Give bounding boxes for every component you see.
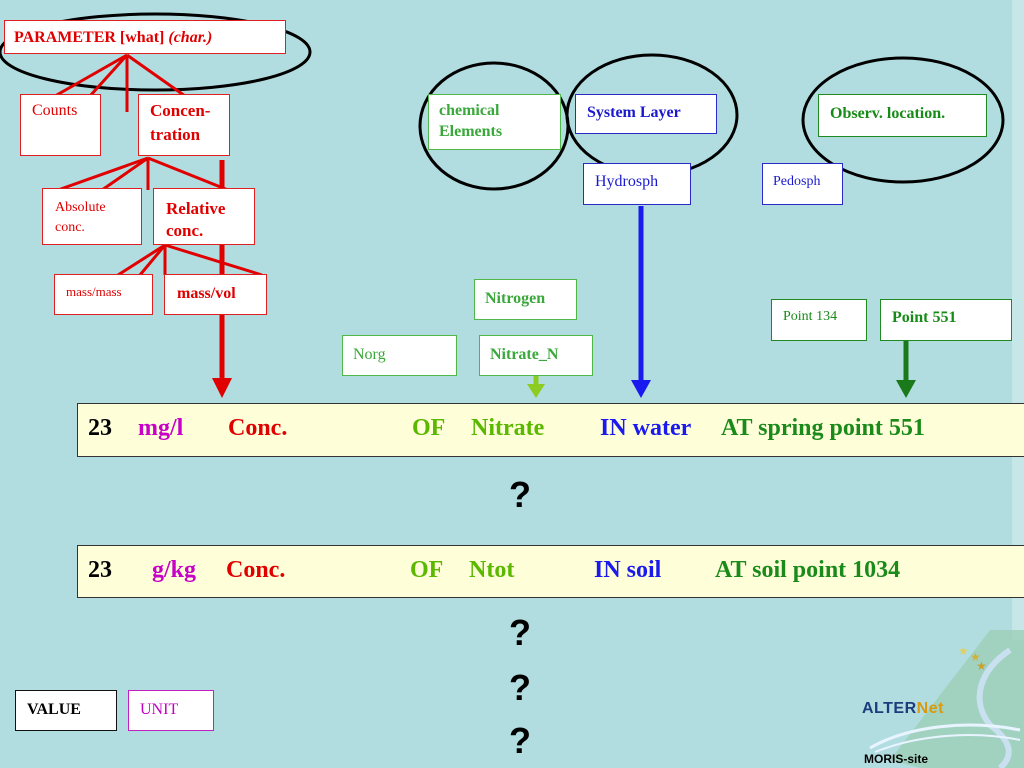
parameter-tree: [54, 53, 263, 277]
sentence-water-at: AT spring point 551: [721, 415, 925, 441]
observ-ellipse: [801, 56, 1005, 184]
hydrosph-box: Hydrosph: [583, 163, 691, 205]
observ-location-box: Observ. location.: [818, 94, 987, 137]
red-arrow-head: [212, 378, 232, 398]
logo-brand-a: ALTER: [862, 700, 917, 717]
alternet-logo: ★ ★ ★ ALTERNet MORIS-site: [850, 630, 1024, 768]
sentence-soil-at: AT soil point 1034: [715, 557, 901, 583]
green-arrow-head: [896, 380, 916, 398]
parameter-label: PARAMETER [what]: [14, 29, 165, 46]
alternet-logo-text: ALTERNet: [862, 700, 944, 718]
point-551-box: Point 551: [880, 299, 1012, 341]
point-134-box: Point 134: [771, 299, 867, 341]
logo-brand-b: Net: [916, 700, 944, 717]
svg-text:★: ★: [970, 650, 981, 664]
svg-text:★: ★: [976, 659, 987, 673]
sentence-soil: 23 g/kg Conc. OF Ntot IN soil AT soil po…: [77, 545, 1024, 598]
absolute-box: Absolute conc.: [42, 188, 142, 245]
nitrogen-box: Nitrogen: [474, 279, 577, 320]
sentence-soil-unit: g/kg: [152, 557, 197, 583]
question-mark-2: ?: [509, 612, 531, 653]
mass-vol-box: mass/vol: [164, 274, 267, 315]
parameter-char-label: (char.): [168, 29, 213, 46]
blue-arrow-head: [631, 380, 651, 398]
svg-text:★: ★: [958, 644, 969, 658]
right-edge-panel: [1012, 0, 1024, 640]
mass-mass-box: mass/mass: [54, 274, 153, 315]
sentence-soil-in: IN soil: [594, 557, 662, 583]
sentence-water: 23 mg/l Conc. OF Nitrate IN water AT spr…: [77, 403, 1024, 457]
question-mark-3: ?: [509, 667, 531, 708]
moris-site-label: MORIS-site: [864, 752, 929, 766]
question-mark-1: ?: [509, 474, 531, 515]
legend-value-box: VALUE: [15, 690, 117, 731]
concentration-box: Concen- tration: [138, 94, 230, 156]
sentence-soil-what: Ntot: [469, 557, 515, 583]
lightgreen-arrow-head: [527, 384, 545, 398]
pedosph-box: Pedosph: [762, 163, 843, 205]
counts-box: Counts: [20, 94, 101, 156]
nitrate-n-box: Nitrate_N: [479, 335, 593, 376]
sentence-soil-param: Conc.: [226, 557, 286, 583]
sentence-water-unit: mg/l: [138, 415, 184, 441]
alternet-logo-graphic: ★ ★ ★: [869, 630, 1024, 768]
sentence-water-param: Conc.: [228, 415, 288, 441]
sentence-soil-value: 23: [88, 557, 112, 583]
relative-box: Relative conc.: [153, 188, 255, 245]
legend-unit-box: UNIT: [128, 690, 214, 731]
sentence-water-what: Nitrate: [471, 415, 545, 441]
chemical-elements-box: chemical Elements: [428, 94, 561, 150]
norg-box: Norg: [342, 335, 457, 376]
sentence-soil-of: OF: [410, 557, 444, 583]
sentence-water-value: 23: [88, 415, 112, 441]
system-layer-box: System Layer: [575, 94, 717, 134]
parameter-ellipse: [0, 12, 312, 92]
sentence-water-in: IN water: [600, 415, 692, 441]
parameter-box: PARAMETER [what] (char.): [4, 20, 286, 54]
sentence-water-of: OF: [412, 415, 446, 441]
question-mark-4: ?: [509, 720, 531, 761]
